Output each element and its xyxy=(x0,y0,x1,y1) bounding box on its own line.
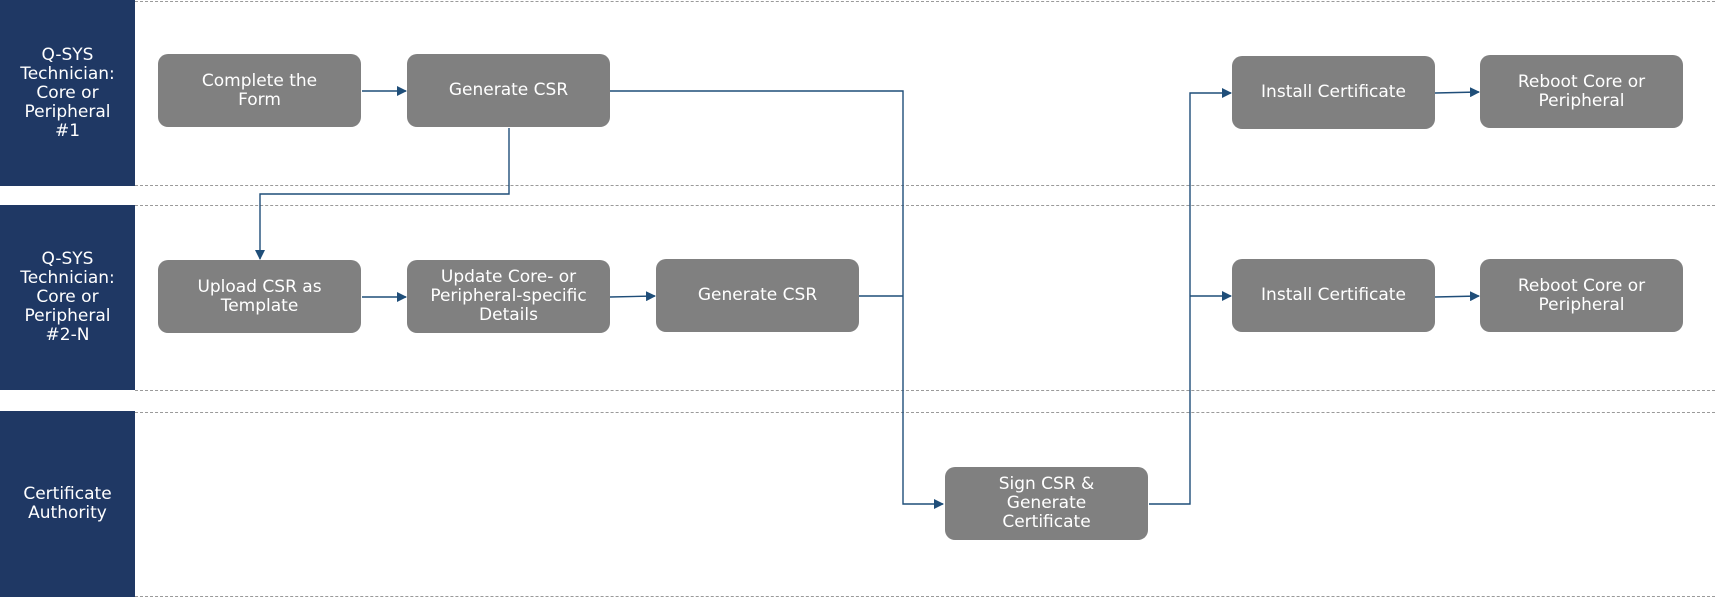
connector-generate1-to-sign xyxy=(610,90,944,509)
connector-sign-to-install xyxy=(1149,88,1232,505)
connector-generate-to-upload xyxy=(255,128,510,260)
lane-label-ca-text: Certificate Authority xyxy=(23,484,112,523)
connector-update-to-generate xyxy=(609,291,656,302)
step-update-details: Update Core- or Peripheral-specific Deta… xyxy=(407,260,610,333)
lane-divider xyxy=(135,390,1715,391)
lane-label-core-1: Q-SYS Technician: Core or Peripheral #1 xyxy=(0,0,135,186)
step-install-certificate-1-label: Install Certificate xyxy=(1261,82,1406,102)
step-upload-csr-label: Upload CSR as Template xyxy=(197,276,322,316)
lane-divider xyxy=(135,185,1715,186)
step-install-certificate-1: Install Certificate xyxy=(1232,56,1435,129)
lane-label-ca: Certificate Authority xyxy=(0,411,135,597)
step-complete-form-label: Complete the Form xyxy=(201,70,318,110)
step-reboot-2: Reboot Core or Peripheral xyxy=(1480,259,1683,332)
step-reboot-1-label: Reboot Core or Peripheral xyxy=(1517,71,1646,111)
lane-divider xyxy=(135,1,1715,2)
lane-label-core-1-text: Q-SYS Technician: Core or Peripheral #1 xyxy=(20,44,115,141)
step-generate-csr-2: Generate CSR xyxy=(656,259,859,332)
step-sign-csr-label: Sign CSR & Generate Certificate xyxy=(998,474,1095,532)
step-generate-csr-1: Generate CSR xyxy=(407,54,610,127)
connector-install-to-reboot-2 xyxy=(1434,291,1480,302)
step-generate-csr-2-label: Generate CSR xyxy=(697,285,818,305)
lane-divider xyxy=(135,412,1715,413)
step-reboot-2-label: Reboot Core or Peripheral xyxy=(1517,275,1646,315)
step-sign-csr: Sign CSR & Generate Certificate xyxy=(945,467,1148,540)
step-upload-csr: Upload CSR as Template xyxy=(158,260,361,333)
step-reboot-1: Reboot Core or Peripheral xyxy=(1480,55,1683,128)
lane-label-core-2n: Q-SYS Technician: Core or Peripheral #2-… xyxy=(0,205,135,390)
step-install-certificate-2: Install Certificate xyxy=(1232,259,1435,332)
step-update-details-label: Update Core- or Peripheral-specific Deta… xyxy=(430,267,587,325)
lane-label-core-2n-text: Q-SYS Technician: Core or Peripheral #2-… xyxy=(20,249,115,345)
connector-install-to-reboot-1 xyxy=(1434,87,1480,98)
step-complete-form: Complete the Form xyxy=(158,54,361,127)
step-install-certificate-2-label: Install Certificate xyxy=(1261,285,1406,305)
lane-divider xyxy=(135,205,1715,206)
step-generate-csr-1-label: Generate CSR xyxy=(448,80,569,100)
